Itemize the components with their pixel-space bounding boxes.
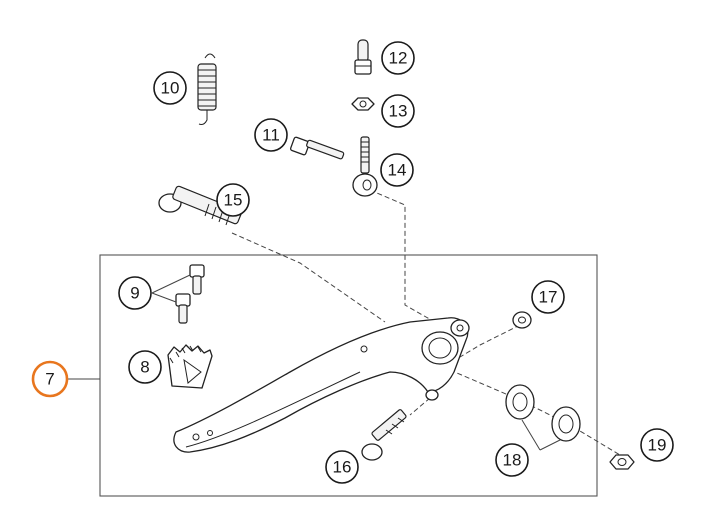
nut-part [351, 97, 375, 111]
eye-bolt-part [352, 136, 378, 197]
callout-14-label: 14 [388, 161, 407, 180]
callout-11-label: 11 [262, 126, 280, 145]
callout-10: 10 [153, 71, 187, 105]
callout-19-label: 19 [648, 436, 667, 455]
spring-part [197, 53, 217, 125]
callout-13: 13 [381, 94, 415, 128]
step-plate-part [167, 344, 213, 389]
callout-15: 15 [216, 183, 250, 217]
assembly-axis-lines [231, 189, 621, 456]
brake-lever-part [173, 317, 470, 453]
callout-10-label: 10 [161, 79, 180, 98]
callout-18: 18 [495, 443, 529, 477]
callout-8-label: 8 [140, 358, 149, 377]
washer-part [512, 311, 532, 329]
callout-9: 9 [118, 276, 152, 310]
callout-7-label: 7 [45, 370, 54, 389]
callout-12: 12 [381, 41, 415, 75]
callout-9-label: 9 [130, 284, 139, 303]
callout-11: 11 [254, 118, 288, 152]
pivot-bolt-part [158, 185, 242, 226]
callout-17: 17 [531, 280, 565, 314]
adjuster-stud-part [354, 39, 372, 75]
callout-16: 16 [325, 450, 359, 484]
callout-15-label: 15 [224, 191, 243, 210]
callout-18-label: 18 [503, 451, 522, 470]
callout-14: 14 [380, 153, 414, 187]
bolt-16-part [361, 409, 407, 461]
bearings-part [505, 384, 581, 451]
screws-part [175, 264, 205, 324]
callout-8: 8 [128, 350, 162, 384]
callout-17-label: 17 [539, 288, 558, 307]
callout-9-leaders [151, 274, 191, 303]
callout-13-label: 13 [389, 102, 408, 121]
callout-12-label: 12 [389, 49, 408, 68]
callout-7: 7 [31, 360, 69, 398]
callout-16-label: 16 [333, 458, 352, 477]
bolt-11-part [290, 136, 345, 160]
assembly-group-frame [99, 254, 598, 497]
lock-nut-part [609, 454, 635, 470]
callout-19: 19 [640, 428, 674, 462]
